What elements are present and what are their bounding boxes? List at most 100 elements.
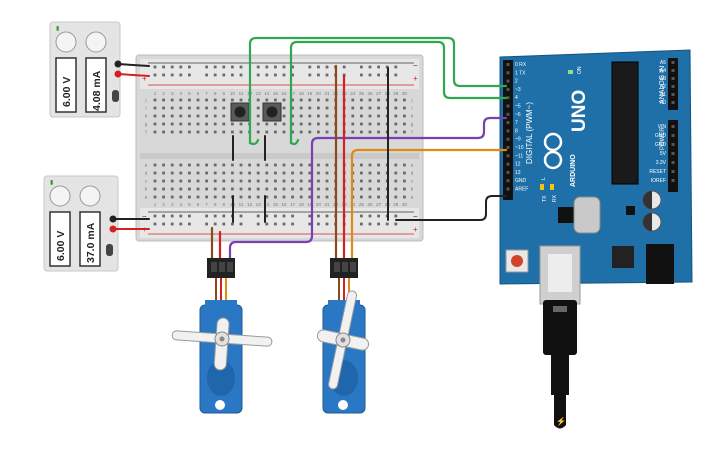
breadboard-hole[interactable] [403,163,406,167]
breadboard-hole[interactable] [360,114,363,118]
wire-supply1-negative[interactable] [117,63,150,67]
breadboard-hole[interactable] [162,187,165,191]
breadboard-hole[interactable] [239,187,243,191]
servo-2-horn[interactable] [307,286,379,395]
breadboard-hole[interactable] [351,114,355,118]
breadboard-hole[interactable] [377,73,380,77]
breadboard-hole[interactable] [325,195,329,199]
breadboard-hole[interactable] [231,222,234,226]
breadboard-hole[interactable] [299,171,303,175]
breadboard-hole[interactable] [170,171,174,175]
breadboard-hole[interactable] [153,106,157,110]
breadboard-hole[interactable] [162,114,165,118]
breadboard-hole[interactable] [188,122,191,126]
breadboard-hole[interactable] [325,214,329,218]
breadboard-hole[interactable] [282,65,286,69]
wire-orange-signal[interactable] [350,148,508,264]
header-pin[interactable] [671,101,675,104]
breadboard-hole[interactable] [153,122,157,126]
breadboard-hole[interactable] [196,122,200,126]
breadboard-hole[interactable] [162,163,165,167]
breadboard-hole[interactable] [170,214,174,218]
breadboard-hole[interactable] [282,122,286,126]
breadboard-hole[interactable] [265,65,269,69]
breadboard-hole[interactable] [179,73,183,77]
breadboard-hole[interactable] [239,65,243,69]
breadboard-hole[interactable] [394,73,398,77]
header-pin[interactable] [671,85,675,88]
breadboard-hole[interactable] [394,65,398,69]
breadboard-hole[interactable] [179,65,183,69]
breadboard-hole[interactable] [299,163,303,167]
breadboard-hole[interactable] [308,222,312,226]
breadboard-hole[interactable] [360,106,363,110]
breadboard-hole[interactable] [196,106,200,110]
breadboard-hole[interactable] [317,106,320,110]
header-pin[interactable] [671,77,675,80]
breadboard-hole[interactable] [368,163,372,167]
breadboard-hole[interactable] [248,163,251,167]
breadboard-hole[interactable] [231,163,234,167]
power-supply-2-current-knob[interactable] [79,185,101,207]
breadboard-hole[interactable] [170,187,174,191]
breadboard-hole[interactable] [317,195,320,199]
breadboard-hole[interactable] [377,171,380,175]
breadboard-hole[interactable] [274,195,277,199]
breadboard-hole[interactable] [213,195,217,199]
breadboard-hole[interactable] [325,122,329,126]
header-pin[interactable] [506,87,510,91]
breadboard-hole[interactable] [317,114,320,118]
breadboard-hole[interactable] [265,195,269,199]
breadboard-hole[interactable] [308,171,312,175]
breadboard-hole[interactable] [368,98,372,102]
breadboard-hole[interactable] [282,73,286,77]
power-supply-1-current-knob[interactable] [85,31,107,53]
breadboard-hole[interactable] [205,73,208,77]
breadboard-hole[interactable] [170,163,174,167]
breadboard-hole[interactable] [360,214,363,218]
breadboard-hole[interactable] [231,122,234,126]
breadboard-hole[interactable] [188,106,191,110]
header-pin[interactable] [506,71,510,75]
breadboard-hole[interactable] [317,222,320,226]
breadboard-hole[interactable] [308,106,312,110]
breadboard-hole[interactable] [403,106,406,110]
breadboard-hole[interactable] [299,195,303,199]
breadboard-hole[interactable] [196,171,200,175]
breadboard-hole[interactable] [179,179,183,183]
breadboard-hole[interactable] [231,65,234,69]
breadboard-hole[interactable] [239,130,243,134]
breadboard-hole[interactable] [153,130,157,134]
arduino-uno[interactable]: 0 RX1 TX2~34~5~678~9~10~111213GNDAREFA5A… [499,49,693,305]
breadboard-hole[interactable] [299,114,303,118]
breadboard-hole[interactable] [239,98,243,102]
breadboard-hole[interactable] [317,73,320,77]
breadboard-hole[interactable] [188,195,191,199]
breadboard-hole[interactable] [205,163,208,167]
breadboard-hole[interactable] [360,98,363,102]
breadboard-hole[interactable] [188,163,191,167]
breadboard-hole[interactable] [317,122,320,126]
breadboard-hole[interactable] [196,114,200,118]
pushbutton-2[interactable] [262,102,282,122]
breadboard-hole[interactable] [153,179,157,183]
breadboard-hole[interactable] [179,122,183,126]
breadboard-hole[interactable] [299,106,303,110]
breadboard-hole[interactable] [385,65,389,69]
breadboard-hole[interactable] [222,98,226,102]
header-pin[interactable] [671,179,675,182]
breadboard-hole[interactable] [222,222,226,226]
breadboard-hole[interactable] [213,171,217,175]
breadboard-hole[interactable] [394,106,398,110]
breadboard-hole[interactable] [377,187,380,191]
breadboard-hole[interactable] [222,73,226,77]
breadboard-hole[interactable] [368,130,372,134]
breadboard-hole[interactable] [162,65,165,69]
breadboard-hole[interactable] [291,187,294,191]
breadboard-hole[interactable] [377,195,380,199]
power-supply-1-switch[interactable] [112,90,119,102]
breadboard-hole[interactable] [385,222,389,226]
breadboard-hole[interactable] [265,130,269,134]
breadboard-hole[interactable] [153,114,157,118]
breadboard-hole[interactable] [222,163,226,167]
